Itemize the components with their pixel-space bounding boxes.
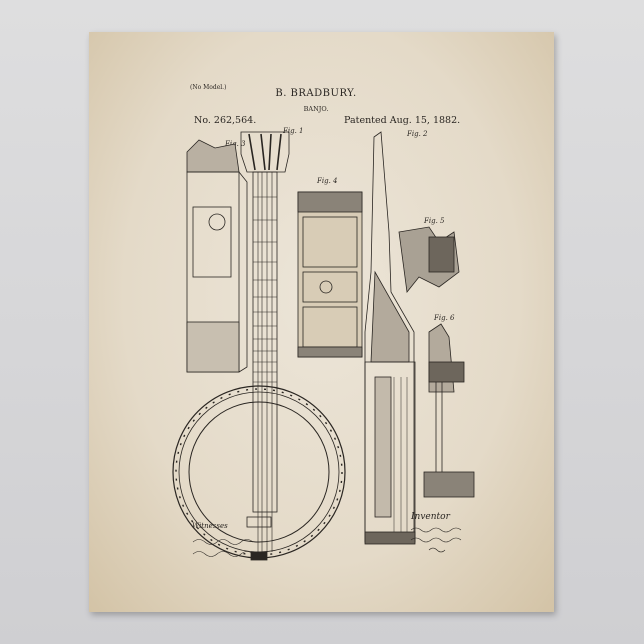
- fig4-drawing: [298, 192, 362, 357]
- patent-poster: (No Model.) B. BRADBURY. BANJO. No. 262,…: [89, 32, 554, 612]
- fig2-drawing: [365, 132, 415, 544]
- fig5-drawing: [399, 227, 459, 292]
- fig6-drawing: [424, 324, 474, 497]
- banjo-patent-drawing: [89, 32, 554, 612]
- signatures: [193, 528, 461, 557]
- fig3-drawing: [187, 140, 247, 372]
